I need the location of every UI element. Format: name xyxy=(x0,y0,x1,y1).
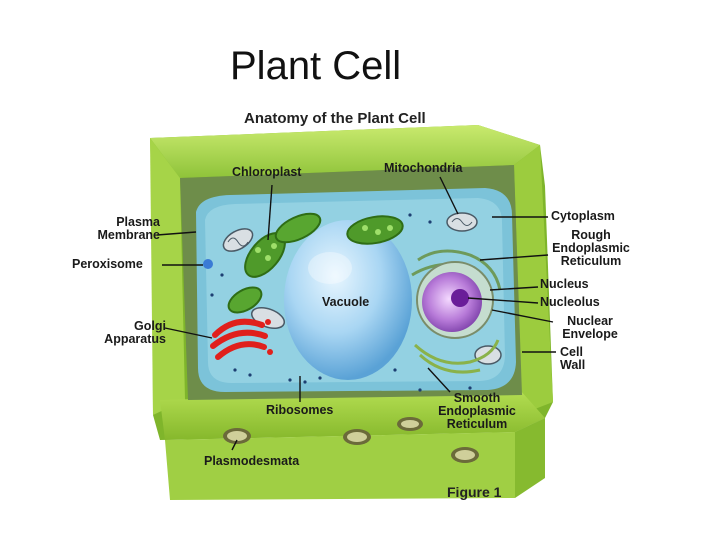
label-rough-er: Rough Endoplasmic Reticulum xyxy=(552,228,630,268)
label-vacuole: Vacuole xyxy=(322,295,370,309)
peroxisome-shape xyxy=(203,259,213,269)
label-nucleus: Nucleus xyxy=(540,277,589,291)
figure-caption: Figure 1 xyxy=(447,484,502,500)
chloroplast-shapes xyxy=(227,212,404,314)
label-plasmodesmata: Plasmodesmata xyxy=(204,454,300,468)
label-cytoplasm: Cytoplasm xyxy=(551,209,615,223)
mitochondria-shapes xyxy=(222,212,502,365)
vacuole xyxy=(284,220,412,380)
label-nuclear-envelope: Nuclear Envelope xyxy=(562,314,618,341)
label-plasma-membrane: Plasma Membrane xyxy=(97,215,160,242)
label-cell-wall: Cell Wall xyxy=(560,345,586,372)
label-golgi-apparatus: Golgi Apparatus xyxy=(104,319,166,346)
nucleus-shape xyxy=(416,261,494,339)
ribosome-dots xyxy=(210,213,472,392)
er-shapes xyxy=(411,249,502,374)
label-nucleolus: Nucleolus xyxy=(540,295,600,309)
label-peroxisome: Peroxisome xyxy=(72,257,143,271)
label-mitochondria: Mitochondria xyxy=(384,161,463,175)
label-chloroplast: Chloroplast xyxy=(232,165,302,179)
label-smooth-er: Smooth Endoplasmic Reticulum xyxy=(438,391,516,431)
golgi-shape xyxy=(210,318,273,360)
label-ribosomes: Ribosomes xyxy=(266,403,334,417)
figure-title: Anatomy of the Plant Cell xyxy=(244,110,426,127)
slide-title: Plant Cell xyxy=(230,44,402,88)
plasmodesmata-shapes xyxy=(223,417,479,463)
leader-lines xyxy=(156,176,556,451)
